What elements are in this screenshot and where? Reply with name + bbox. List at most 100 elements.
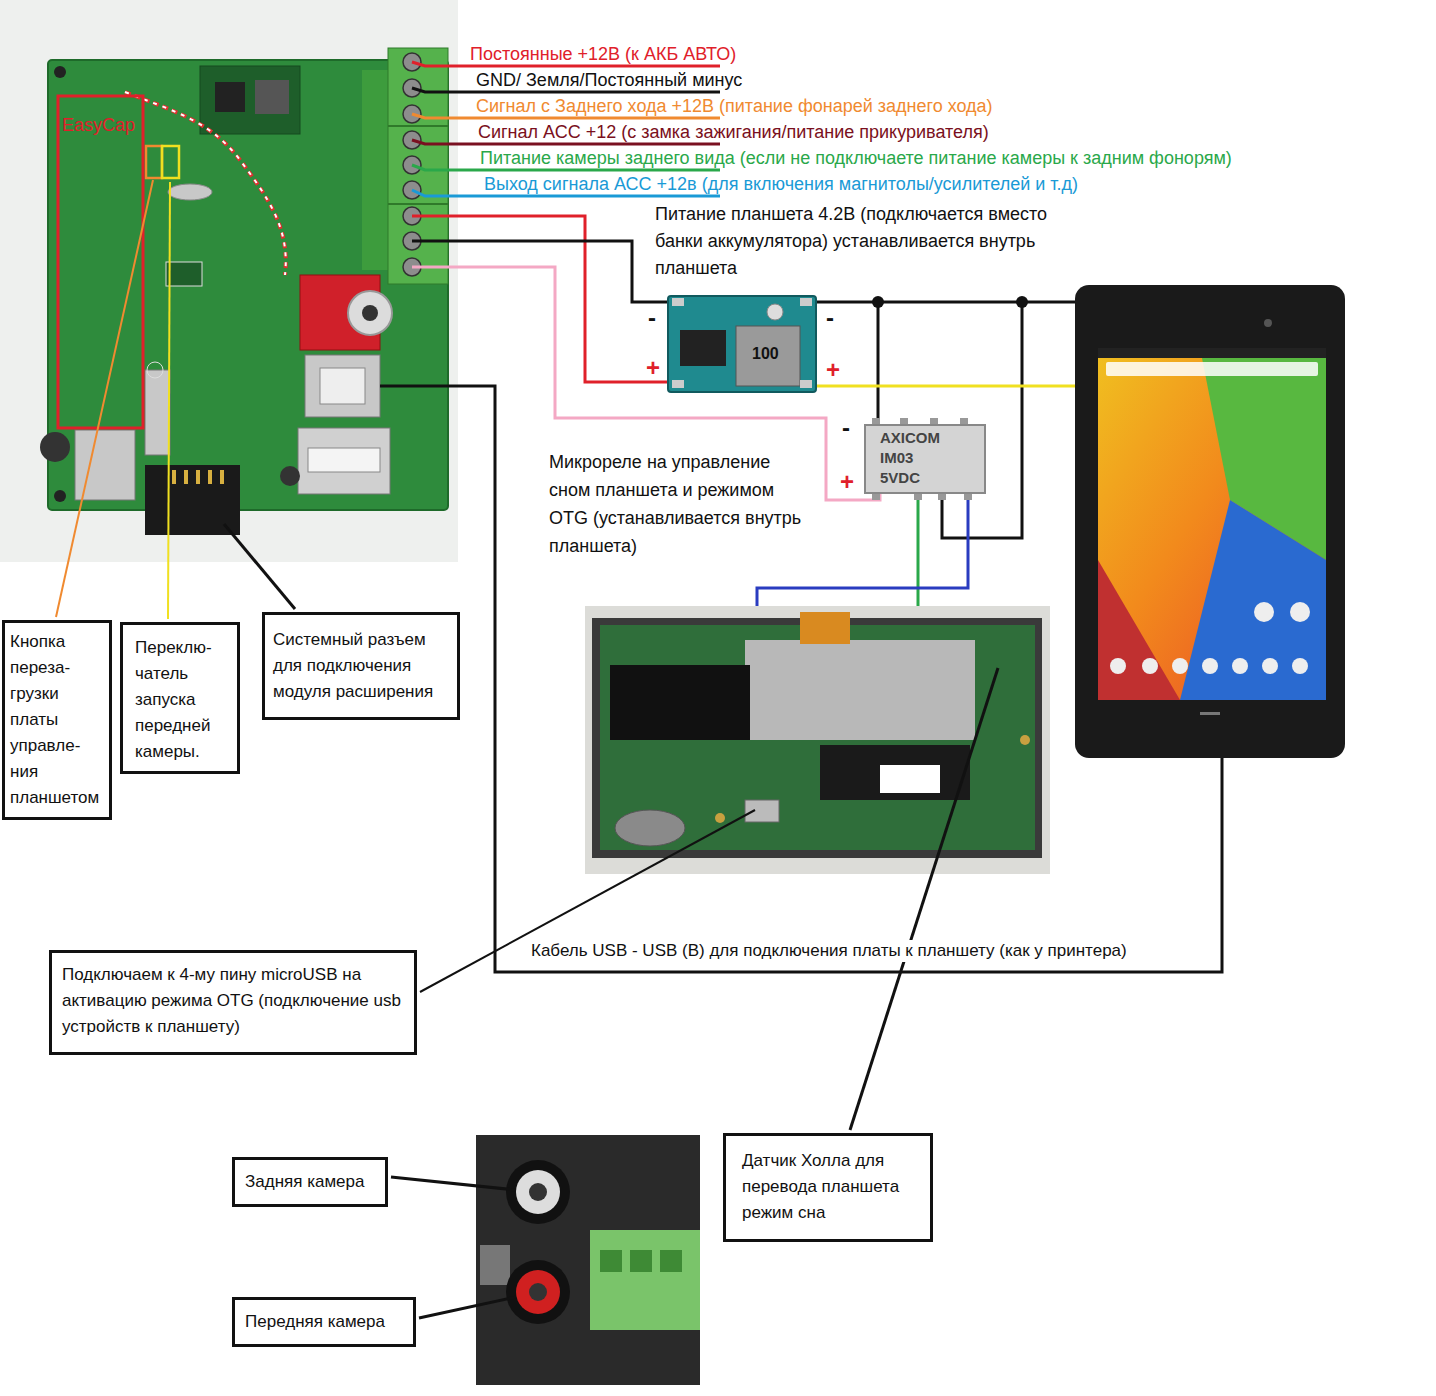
pcb-photo-part bbox=[145, 370, 170, 455]
pcb-photo bbox=[0, 0, 458, 562]
tablet bbox=[1075, 285, 1345, 758]
tablet-part-part bbox=[1254, 602, 1274, 622]
label-holder: + bbox=[840, 470, 854, 494]
rca-photo-part bbox=[516, 1270, 560, 1314]
label-holder: + bbox=[826, 358, 840, 382]
dc-dc-module-part bbox=[672, 380, 684, 388]
polarity-sign: + bbox=[840, 470, 854, 494]
box-text: Подключаем к 4-му пину microUSB на актив… bbox=[62, 962, 404, 1040]
pcb-photo-part bbox=[308, 448, 380, 472]
rca-photo-part bbox=[506, 1260, 570, 1324]
tablet-part-part bbox=[1172, 658, 1188, 674]
callout-box: Передняя камера bbox=[232, 1297, 416, 1347]
pcb-photo-part bbox=[54, 66, 66, 78]
tablet-internals-photo-part bbox=[745, 640, 975, 740]
box-text: Датчик Холла для перевода планшета режим… bbox=[742, 1148, 914, 1226]
tablet-internals-photo-part bbox=[600, 625, 1035, 850]
pcb-photo-part bbox=[200, 66, 300, 134]
label-holder: Постоянные +12В (к АКБ АВТО) bbox=[470, 44, 736, 64]
pcb-photo-part bbox=[280, 466, 300, 486]
dc-dc-module-part bbox=[800, 380, 812, 388]
rca-photo-part bbox=[630, 1250, 652, 1272]
tablet-internals-photo-part bbox=[880, 765, 940, 793]
tablet-internals-photo-part bbox=[800, 612, 850, 644]
callout-box: Задняя камера bbox=[232, 1157, 388, 1207]
rca-photo-part bbox=[506, 1160, 570, 1224]
cable-label: Кабель USB - USB (B) для подключения пла… bbox=[528, 940, 1130, 962]
wire-label: Сигнал АСС +12 (с замка зажигания/питани… bbox=[478, 122, 989, 142]
pcb-photo-part bbox=[298, 428, 390, 494]
pcb-photo-part bbox=[362, 305, 378, 321]
tablet-part bbox=[1106, 362, 1318, 376]
tablet-internals-photo-part bbox=[1020, 735, 1030, 745]
box-text: Переклю- чатель запуска передней камеры. bbox=[135, 635, 232, 765]
junction-dot bbox=[1016, 296, 1028, 308]
pcb-photo-part-part bbox=[196, 470, 200, 484]
easycap-outline bbox=[58, 96, 143, 428]
pcb-photo-part-part bbox=[184, 470, 188, 484]
label-holder: Микрореле на управление сном планшета и … bbox=[549, 448, 814, 560]
rca-photo-part bbox=[529, 1283, 547, 1301]
tablet-part-part bbox=[1262, 658, 1278, 674]
wire-label: Постоянные +12В (к АКБ АВТО) bbox=[470, 44, 736, 64]
box-text: Задняя камера bbox=[245, 1169, 375, 1195]
module-note: Микрореле на управление сном планшета и … bbox=[549, 448, 814, 560]
tablet-internals-photo-part bbox=[585, 606, 1050, 874]
pcb-photo-part bbox=[300, 275, 380, 350]
junction-dot bbox=[872, 296, 884, 308]
leader-lines-part bbox=[56, 180, 153, 617]
leader-lines bbox=[56, 180, 998, 1318]
tablet-part-part bbox=[1232, 658, 1248, 674]
part-marking: AXICOM IM03 5VDC bbox=[880, 428, 952, 488]
rca-photo-part bbox=[476, 1135, 700, 1385]
dc-dc-module-part bbox=[668, 296, 816, 392]
tablet-part bbox=[1075, 285, 1345, 758]
pcb-photo-part bbox=[54, 490, 66, 502]
dc-dc-module bbox=[668, 296, 816, 392]
relay bbox=[865, 418, 985, 500]
pcb-photo-part bbox=[403, 53, 421, 276]
dc-dc-module-part bbox=[672, 298, 684, 306]
label-holder: - bbox=[826, 306, 834, 330]
label-holder: Выход сигнала АСС +12в (для включения ма… bbox=[484, 174, 1078, 194]
rca-photo-part bbox=[660, 1250, 682, 1272]
leader-lines-part bbox=[419, 1297, 516, 1318]
dc-dc-module-part bbox=[736, 326, 800, 386]
leader-lines-part bbox=[420, 810, 755, 992]
wire-label: Выход сигнала АСС +12в (для включения ма… bbox=[484, 174, 1078, 194]
pcb-photo-part bbox=[166, 262, 202, 286]
rca-photo-part bbox=[480, 1245, 510, 1285]
label-holder: AXICOM IM03 5VDC bbox=[880, 428, 952, 488]
tablet-internals-photo-part bbox=[610, 665, 750, 740]
pcb-photo-part bbox=[388, 203, 448, 205]
box-text: Кнопка переза- грузки платы управле- ния… bbox=[10, 629, 104, 811]
polarity-sign: + bbox=[826, 358, 840, 382]
terminal-wires-part bbox=[816, 385, 1080, 388]
tablet-part-part bbox=[1142, 658, 1158, 674]
label-holder: 100 bbox=[752, 344, 779, 364]
pcb-photo-part bbox=[125, 92, 286, 275]
tablet-part bbox=[1200, 712, 1220, 715]
easycap-region: EasyCap bbox=[58, 96, 143, 428]
terminal-wires-part bbox=[816, 301, 1080, 304]
box-text: Системный разъем для подключения модуля … bbox=[273, 627, 449, 705]
pcb-photo-part bbox=[125, 92, 286, 275]
terminal-wires-part bbox=[942, 302, 1022, 538]
pcb-photo-part bbox=[348, 291, 392, 335]
wire-label: Сигнал с Заднего хода +12В (питание фона… bbox=[476, 96, 993, 116]
pcb-photo-part bbox=[146, 146, 162, 178]
dc-dc-module-part bbox=[680, 330, 726, 366]
tablet-internals-photo-part bbox=[745, 800, 779, 822]
tablet-part bbox=[1098, 348, 1326, 358]
label-holder: Сигнал АСС +12 (с замка зажигания/питани… bbox=[478, 122, 989, 142]
box-text: Передняя камера bbox=[245, 1309, 403, 1335]
tablet-part-part bbox=[1292, 658, 1308, 674]
callout-box: Переклю- чатель запуска передней камеры. bbox=[120, 622, 240, 774]
pcb-photo-part bbox=[388, 125, 448, 127]
tablet-internals-photo bbox=[585, 606, 1050, 874]
pcb-photo-part-part bbox=[220, 470, 224, 484]
leader-lines-part bbox=[168, 182, 170, 619]
tablet-part-part bbox=[1110, 658, 1126, 674]
callout-box: Датчик Холла для перевода планшета режим… bbox=[723, 1133, 933, 1242]
label-holder: - bbox=[648, 306, 656, 330]
